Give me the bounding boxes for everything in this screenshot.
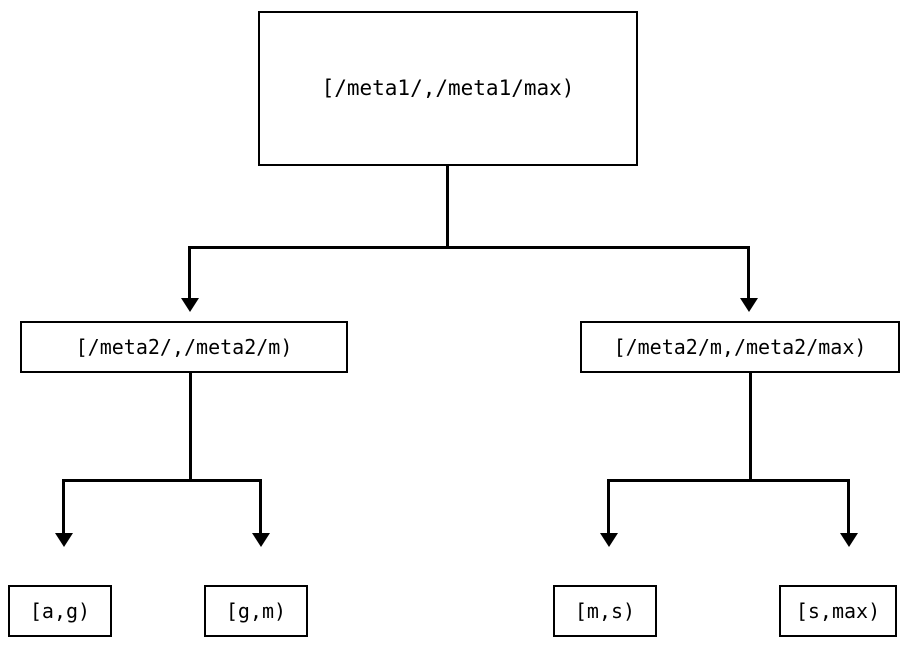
tree-node-meta2-low-label: [/meta2/,/meta2/m) [75, 335, 293, 359]
edge-drop-to-meta2-high [747, 246, 750, 301]
arrowhead-down-icon [252, 533, 270, 547]
arrowhead-down-icon [181, 298, 199, 312]
tree-node-leaf-smax[interactable]: [s,max) [779, 585, 897, 637]
edge-drop-to-meta2-low [188, 246, 191, 301]
tree-node-meta2-low[interactable]: [/meta2/,/meta2/m) [20, 321, 348, 373]
tree-node-leaf-smax-label: [s,max) [795, 599, 881, 623]
tree-node-leaf-ms-label: [m,s) [574, 599, 636, 623]
arrowhead-down-icon [55, 533, 73, 547]
edge-meta2-high-stem [749, 373, 752, 481]
tree-node-meta2-high[interactable]: [/meta2/m,/meta2/max) [580, 321, 900, 373]
tree-node-leaf-gm-label: [g,m) [225, 599, 287, 623]
tree-node-root-label: [/meta1/,/meta1/max) [321, 76, 575, 100]
arrowhead-down-icon [840, 533, 858, 547]
edge-root-stem [446, 166, 449, 248]
arrowhead-down-icon [600, 533, 618, 547]
tree-node-leaf-gm[interactable]: [g,m) [204, 585, 308, 637]
tree-node-meta2-high-label: [/meta2/m,/meta2/max) [613, 335, 867, 359]
arrowhead-down-icon [740, 298, 758, 312]
edge-drop-to-leaf-smax [847, 479, 850, 535]
edge-drop-to-leaf-ag [62, 479, 65, 535]
edge-root-bus [189, 246, 749, 249]
edge-meta2-high-bus [608, 479, 850, 482]
edge-meta2-low-stem [189, 373, 192, 481]
tree-node-leaf-ag[interactable]: [a,g) [8, 585, 112, 637]
edge-drop-to-leaf-ms [607, 479, 610, 535]
edge-meta2-low-bus [63, 479, 262, 482]
tree-node-root[interactable]: [/meta1/,/meta1/max) [258, 11, 638, 166]
tree-node-leaf-ag-label: [a,g) [29, 599, 91, 623]
edge-drop-to-leaf-gm [259, 479, 262, 535]
tree-node-leaf-ms[interactable]: [m,s) [553, 585, 657, 637]
